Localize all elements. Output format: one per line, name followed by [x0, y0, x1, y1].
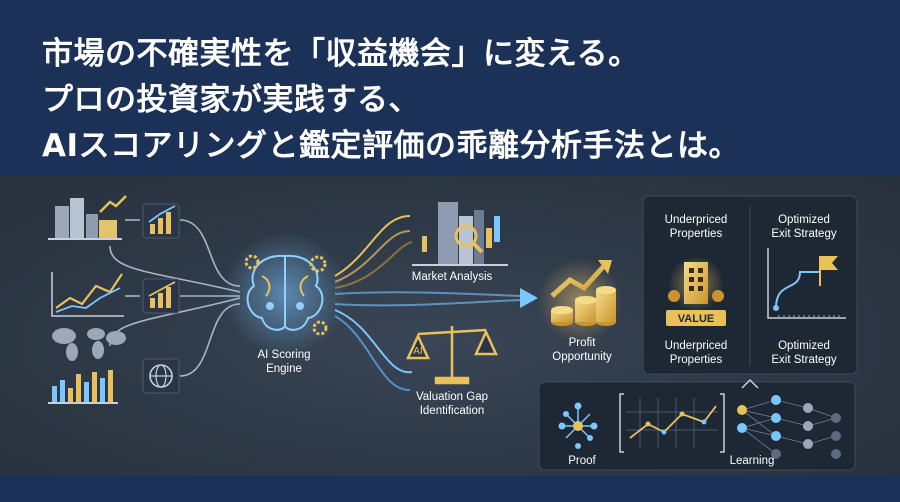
underpriced-bottom-line-2: Properties	[670, 354, 723, 366]
building-magnifier-icon	[412, 202, 508, 266]
scatter-grid-icon	[619, 393, 725, 453]
gold-building-icon	[668, 262, 724, 304]
underpriced-top-line-2: Properties	[670, 228, 723, 240]
output-streams	[334, 215, 521, 392]
underpriced-top-line-1: Underpriced	[665, 214, 728, 226]
network-icon	[558, 402, 598, 449]
up-arrow-icon	[741, 378, 759, 389]
value-tag-text: VALUE	[678, 313, 714, 325]
bar-chart-icon-3	[48, 370, 118, 404]
buildings-icon	[48, 198, 122, 240]
ai-tag: AI	[413, 346, 422, 357]
optimized-top-line-1: Optimized	[778, 214, 830, 226]
gear-icon	[244, 254, 328, 336]
coins-icon	[550, 260, 616, 326]
bar-chart-icon	[142, 203, 180, 239]
globe-icon	[142, 358, 180, 394]
footer-bar	[0, 476, 900, 502]
learning-label: Learning	[730, 455, 775, 467]
optimized-top-line-2: Exit Strategy	[771, 228, 836, 240]
arrow-head	[520, 288, 538, 308]
scales-icon	[406, 326, 498, 385]
diagram-canvas: AI Scoring Engine	[0, 176, 900, 476]
proof-label: Proof	[568, 455, 596, 467]
underpriced-bottom-line-1: Underpriced	[665, 340, 728, 352]
flag-icon	[767, 248, 846, 319]
headline-line-1: 市場の不確実性を「収益機会」に変える。	[42, 36, 640, 72]
bar-chart-icon-2	[142, 278, 180, 314]
value-tag	[666, 310, 726, 326]
market-analysis-label: Market Analysis	[412, 271, 493, 283]
headline-banner: 市場の不確実性を「収益機会」に変える。 プロの投資家が実践する、 AIスコアリン…	[0, 0, 900, 176]
diagram-svg: AI Scoring Engine	[48, 195, 858, 471]
optimized-bottom-line-1: Optimized	[778, 340, 830, 352]
valuation-gap-label-line-1: Valuation Gap	[416, 391, 488, 403]
headline-line-2: プロの投資家が実践する、	[42, 82, 420, 118]
profit-label-line-2: Opportunity	[552, 351, 612, 363]
engine-label-line-2: Engine	[266, 363, 302, 375]
line-chart-icon	[51, 272, 124, 317]
engine-label-line-1: AI Scoring	[257, 349, 310, 361]
optimized-bottom-line-2: Exit Strategy	[771, 354, 836, 366]
headline-line-3: AIスコアリングと鑑定評価の乖離分析手法とは。	[42, 128, 741, 164]
world-map-icon	[52, 328, 126, 361]
profit-label-line-1: Profit	[569, 337, 597, 349]
valuation-gap-label-line-2: Identification	[420, 405, 485, 417]
neural-net-icon	[737, 395, 841, 459]
chart-up-icon	[99, 195, 127, 213]
